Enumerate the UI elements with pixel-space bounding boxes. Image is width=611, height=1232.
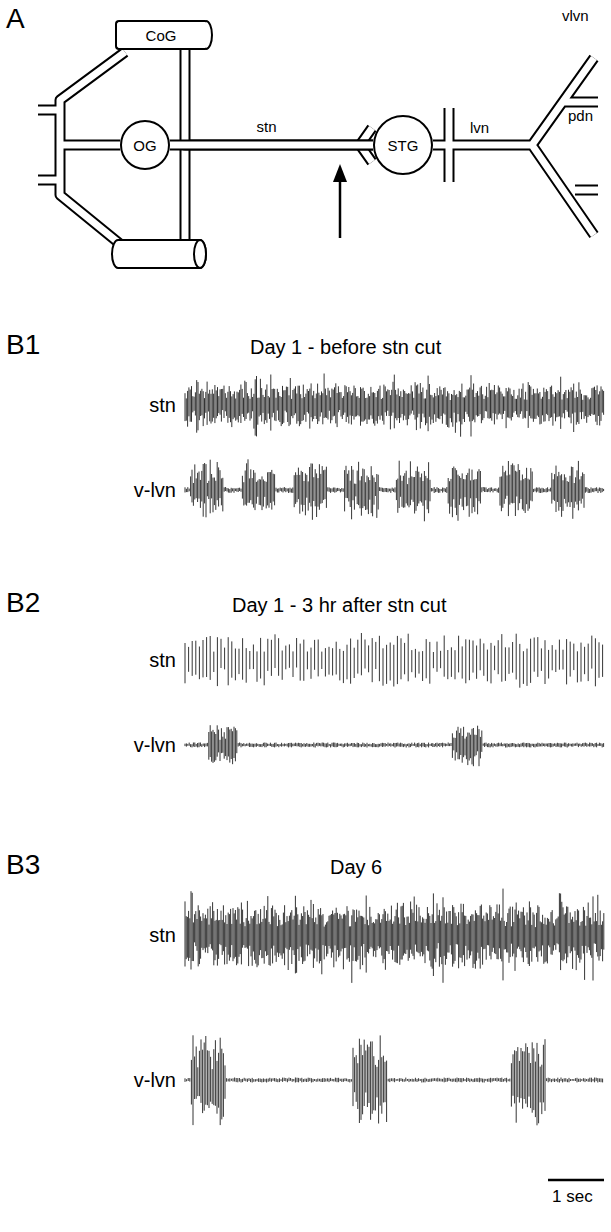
nerve-connector bbox=[170, 145, 373, 146]
trace-label: v-lvn bbox=[134, 1069, 176, 1091]
spike-trace bbox=[185, 889, 604, 983]
trace-label: stn bbox=[149, 394, 176, 416]
panel-label: B1 bbox=[6, 330, 40, 361]
nerve-label: stn bbox=[254, 119, 278, 136]
panel-title: Day 1 - before stn cut bbox=[250, 336, 441, 358]
spike-trace bbox=[185, 1035, 603, 1125]
nerve-label: vlvn bbox=[560, 8, 591, 25]
panel-letter: A bbox=[6, 4, 25, 35]
panel-title: Day 6 bbox=[330, 856, 382, 878]
nerve-tubes bbox=[36, 52, 600, 248]
trace-label: stn bbox=[149, 649, 176, 671]
cut-arrow bbox=[333, 164, 347, 238]
nerve-connector bbox=[185, 50, 373, 145]
ganglion-circle: STG bbox=[373, 115, 433, 175]
panel-title: Day 1 - 3 hr after stn cut bbox=[232, 594, 447, 616]
ganglion-name: STG bbox=[388, 137, 419, 154]
panel-label: B2 bbox=[6, 588, 40, 619]
recording-traces bbox=[185, 374, 604, 1126]
spike-trace bbox=[185, 459, 604, 521]
spike-trace bbox=[185, 374, 604, 437]
trace-label: v-lvn bbox=[134, 734, 176, 756]
nerve-label: lvn bbox=[468, 120, 491, 137]
spike-trace bbox=[185, 633, 603, 688]
ganglion-circle: OG bbox=[120, 120, 170, 170]
ganglion-box: CoG bbox=[115, 20, 205, 50]
panel-label: B3 bbox=[6, 850, 40, 881]
bottom-cog bbox=[112, 240, 206, 268]
trace-label: stn bbox=[149, 924, 176, 946]
spike-trace bbox=[185, 725, 604, 766]
ganglion-name: OG bbox=[133, 137, 156, 154]
nerve-label: pdn bbox=[566, 108, 595, 125]
scale-bar bbox=[548, 1179, 604, 1182]
ganglion-name: CoG bbox=[146, 27, 177, 44]
scale-label: 1 sec bbox=[552, 1188, 593, 1207]
trace-label: v-lvn bbox=[134, 479, 176, 501]
